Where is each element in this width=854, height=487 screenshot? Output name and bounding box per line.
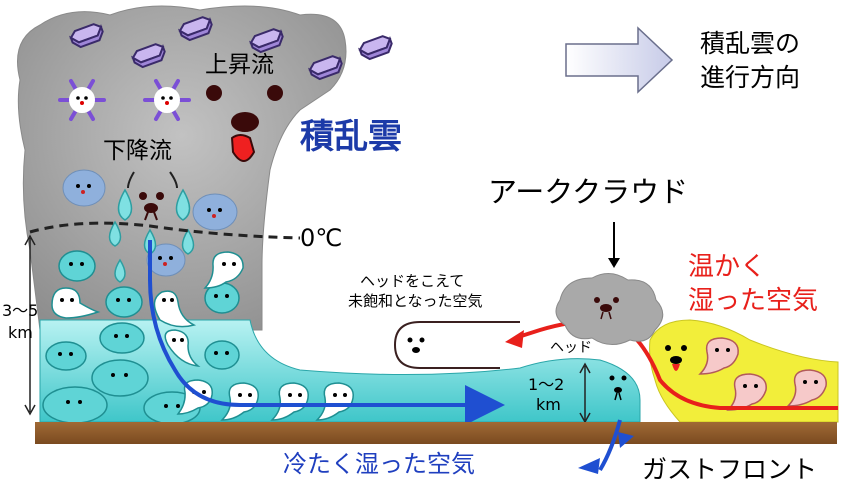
ice-crystal-icon <box>69 16 393 81</box>
warm-air-mass <box>649 319 839 423</box>
gust-front-label: ガストフロント <box>642 455 817 484</box>
freezing-level-label: 0℃ <box>300 224 342 252</box>
freezing-level-line <box>29 221 301 240</box>
head-face <box>609 375 627 401</box>
warm-air-face <box>665 345 687 371</box>
warm-air-flow-arrowhead <box>505 330 524 348</box>
warm-air-label-line2: 湿った空気 <box>688 286 818 316</box>
arc-cloud <box>555 273 664 345</box>
downdraft-label: 下降流 <box>103 138 172 164</box>
beyond-head-label-line1: ヘッドをこえて <box>360 272 464 290</box>
snowflake-icon <box>58 79 191 121</box>
updraft-label: 上昇流 <box>205 52 274 78</box>
unsaturated-ghost-face <box>407 337 425 353</box>
cold-air-label: 冷たく湿った空気 <box>283 450 475 478</box>
arc-cloud-pointer <box>608 222 620 268</box>
head-label: ヘッド <box>550 340 592 356</box>
height-left-value: 3～5 <box>2 301 38 320</box>
cold-blob-faces <box>58 262 229 408</box>
downdraft-face <box>127 171 178 221</box>
head-height-value: 1～2 <box>528 375 564 394</box>
updraft-face <box>206 85 283 162</box>
direction-arrow-icon <box>565 26 674 94</box>
warm-air-ghost-icon <box>698 337 827 411</box>
cumulonimbus-cloud <box>17 5 347 331</box>
direction-label-line2: 進行方向 <box>700 63 800 92</box>
gust-front-symbol <box>578 419 634 474</box>
hail-faces <box>76 184 222 266</box>
head-height-unit: km <box>536 395 561 414</box>
ground <box>35 422 837 444</box>
direction-label-line1: 積乱雲の <box>700 29 800 58</box>
unsaturated-air-ghost <box>394 321 520 369</box>
hail-icon <box>62 169 238 277</box>
height-marker-left <box>24 234 36 416</box>
arc-cloud-label: アーククラウド <box>488 175 688 209</box>
height-left-unit: km <box>8 323 33 342</box>
downdraft-flow-arrow <box>148 240 505 425</box>
beyond-head-label-line2: 未飽和となった空気 <box>348 292 483 310</box>
cumulonimbus-label: 積乱雲 <box>300 117 402 157</box>
warm-air-label-line1: 温かく <box>688 252 766 282</box>
warm-ghost-faces <box>715 348 818 388</box>
